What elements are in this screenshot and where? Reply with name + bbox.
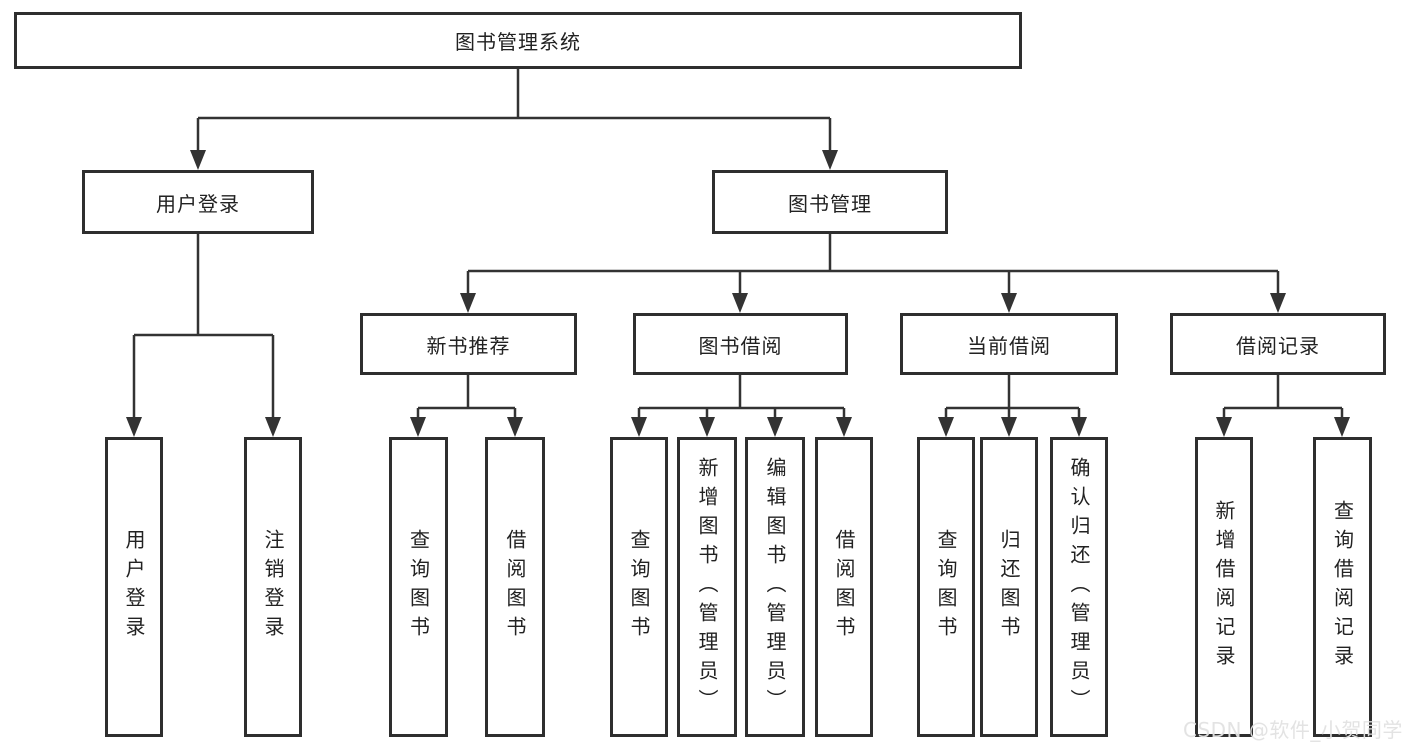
- node-borrowing-records: 借阅记录: [1170, 313, 1386, 375]
- node-library-management-system: 图书管理系统: [14, 12, 1022, 69]
- node-book-borrowing-label: 图书借阅: [698, 333, 783, 358]
- leaf-query-borrow-record: 查询借阅记录: [1313, 437, 1372, 737]
- node-new-book-recommend: 新书推荐: [360, 313, 577, 375]
- leaf-logout: 注销登录: [244, 437, 302, 737]
- leaf-borrow-books-1-label: 借阅图书: [503, 529, 527, 645]
- leaf-query-books-2-label: 查询图书: [627, 529, 651, 645]
- leaf-borrow-books-2-label: 借阅图书: [832, 529, 856, 645]
- leaf-borrow-books-1: 借阅图书: [485, 437, 545, 737]
- node-user-login: 用户登录: [82, 170, 314, 234]
- leaf-add-borrow-record-label: 新增借阅记录: [1212, 500, 1236, 674]
- leaf-add-borrow-record: 新增借阅记录: [1195, 437, 1253, 737]
- leaf-return-book: 归还图书: [980, 437, 1038, 737]
- leaf-edit-book-admin: 编辑图书（管理员）: [745, 437, 805, 737]
- node-current-borrowing: 当前借阅: [900, 313, 1118, 375]
- leaf-edit-book-admin-label: 编辑图书（管理员）: [763, 456, 787, 718]
- leaf-query-books-1-label: 查询图书: [406, 529, 431, 645]
- leaf-confirm-return-admin-label: 确认归还（管理员）: [1067, 456, 1091, 718]
- watermark-text: CSDN @软件_小贺同学: [1183, 718, 1403, 742]
- node-book-management: 图书管理: [712, 170, 948, 234]
- node-user-login-label: 用户登录: [156, 191, 240, 216]
- leaf-query-books-3-label: 查询图书: [934, 529, 958, 645]
- leaf-borrow-books-2: 借阅图书: [815, 437, 873, 737]
- leaf-user-login-label: 用户登录: [122, 529, 146, 645]
- node-new-book-recommend-label: 新书推荐: [426, 333, 511, 358]
- node-book-borrowing: 图书借阅: [633, 313, 848, 375]
- leaf-logout-label: 注销登录: [261, 529, 285, 645]
- leaf-user-login: 用户登录: [105, 437, 163, 737]
- leaf-query-books-1: 查询图书: [389, 437, 448, 737]
- leaf-add-book-admin: 新增图书（管理员）: [677, 437, 737, 737]
- node-book-management-label: 图书管理: [788, 191, 872, 216]
- leaf-query-books-3: 查询图书: [917, 437, 975, 737]
- leaf-confirm-return-admin: 确认归还（管理员）: [1050, 437, 1108, 737]
- leaf-add-book-admin-label: 新增图书（管理员）: [695, 456, 719, 718]
- node-borrowing-records-label: 借阅记录: [1236, 333, 1320, 358]
- arrowheads: [126, 150, 1350, 437]
- leaf-return-book-label: 归还图书: [997, 529, 1021, 645]
- node-library-management-system-label: 图书管理系统: [455, 30, 581, 54]
- leaf-query-borrow-record-label: 查询借阅记录: [1330, 500, 1355, 674]
- leaf-query-books-2: 查询图书: [610, 437, 668, 737]
- node-current-borrowing-label: 当前借阅: [967, 333, 1051, 358]
